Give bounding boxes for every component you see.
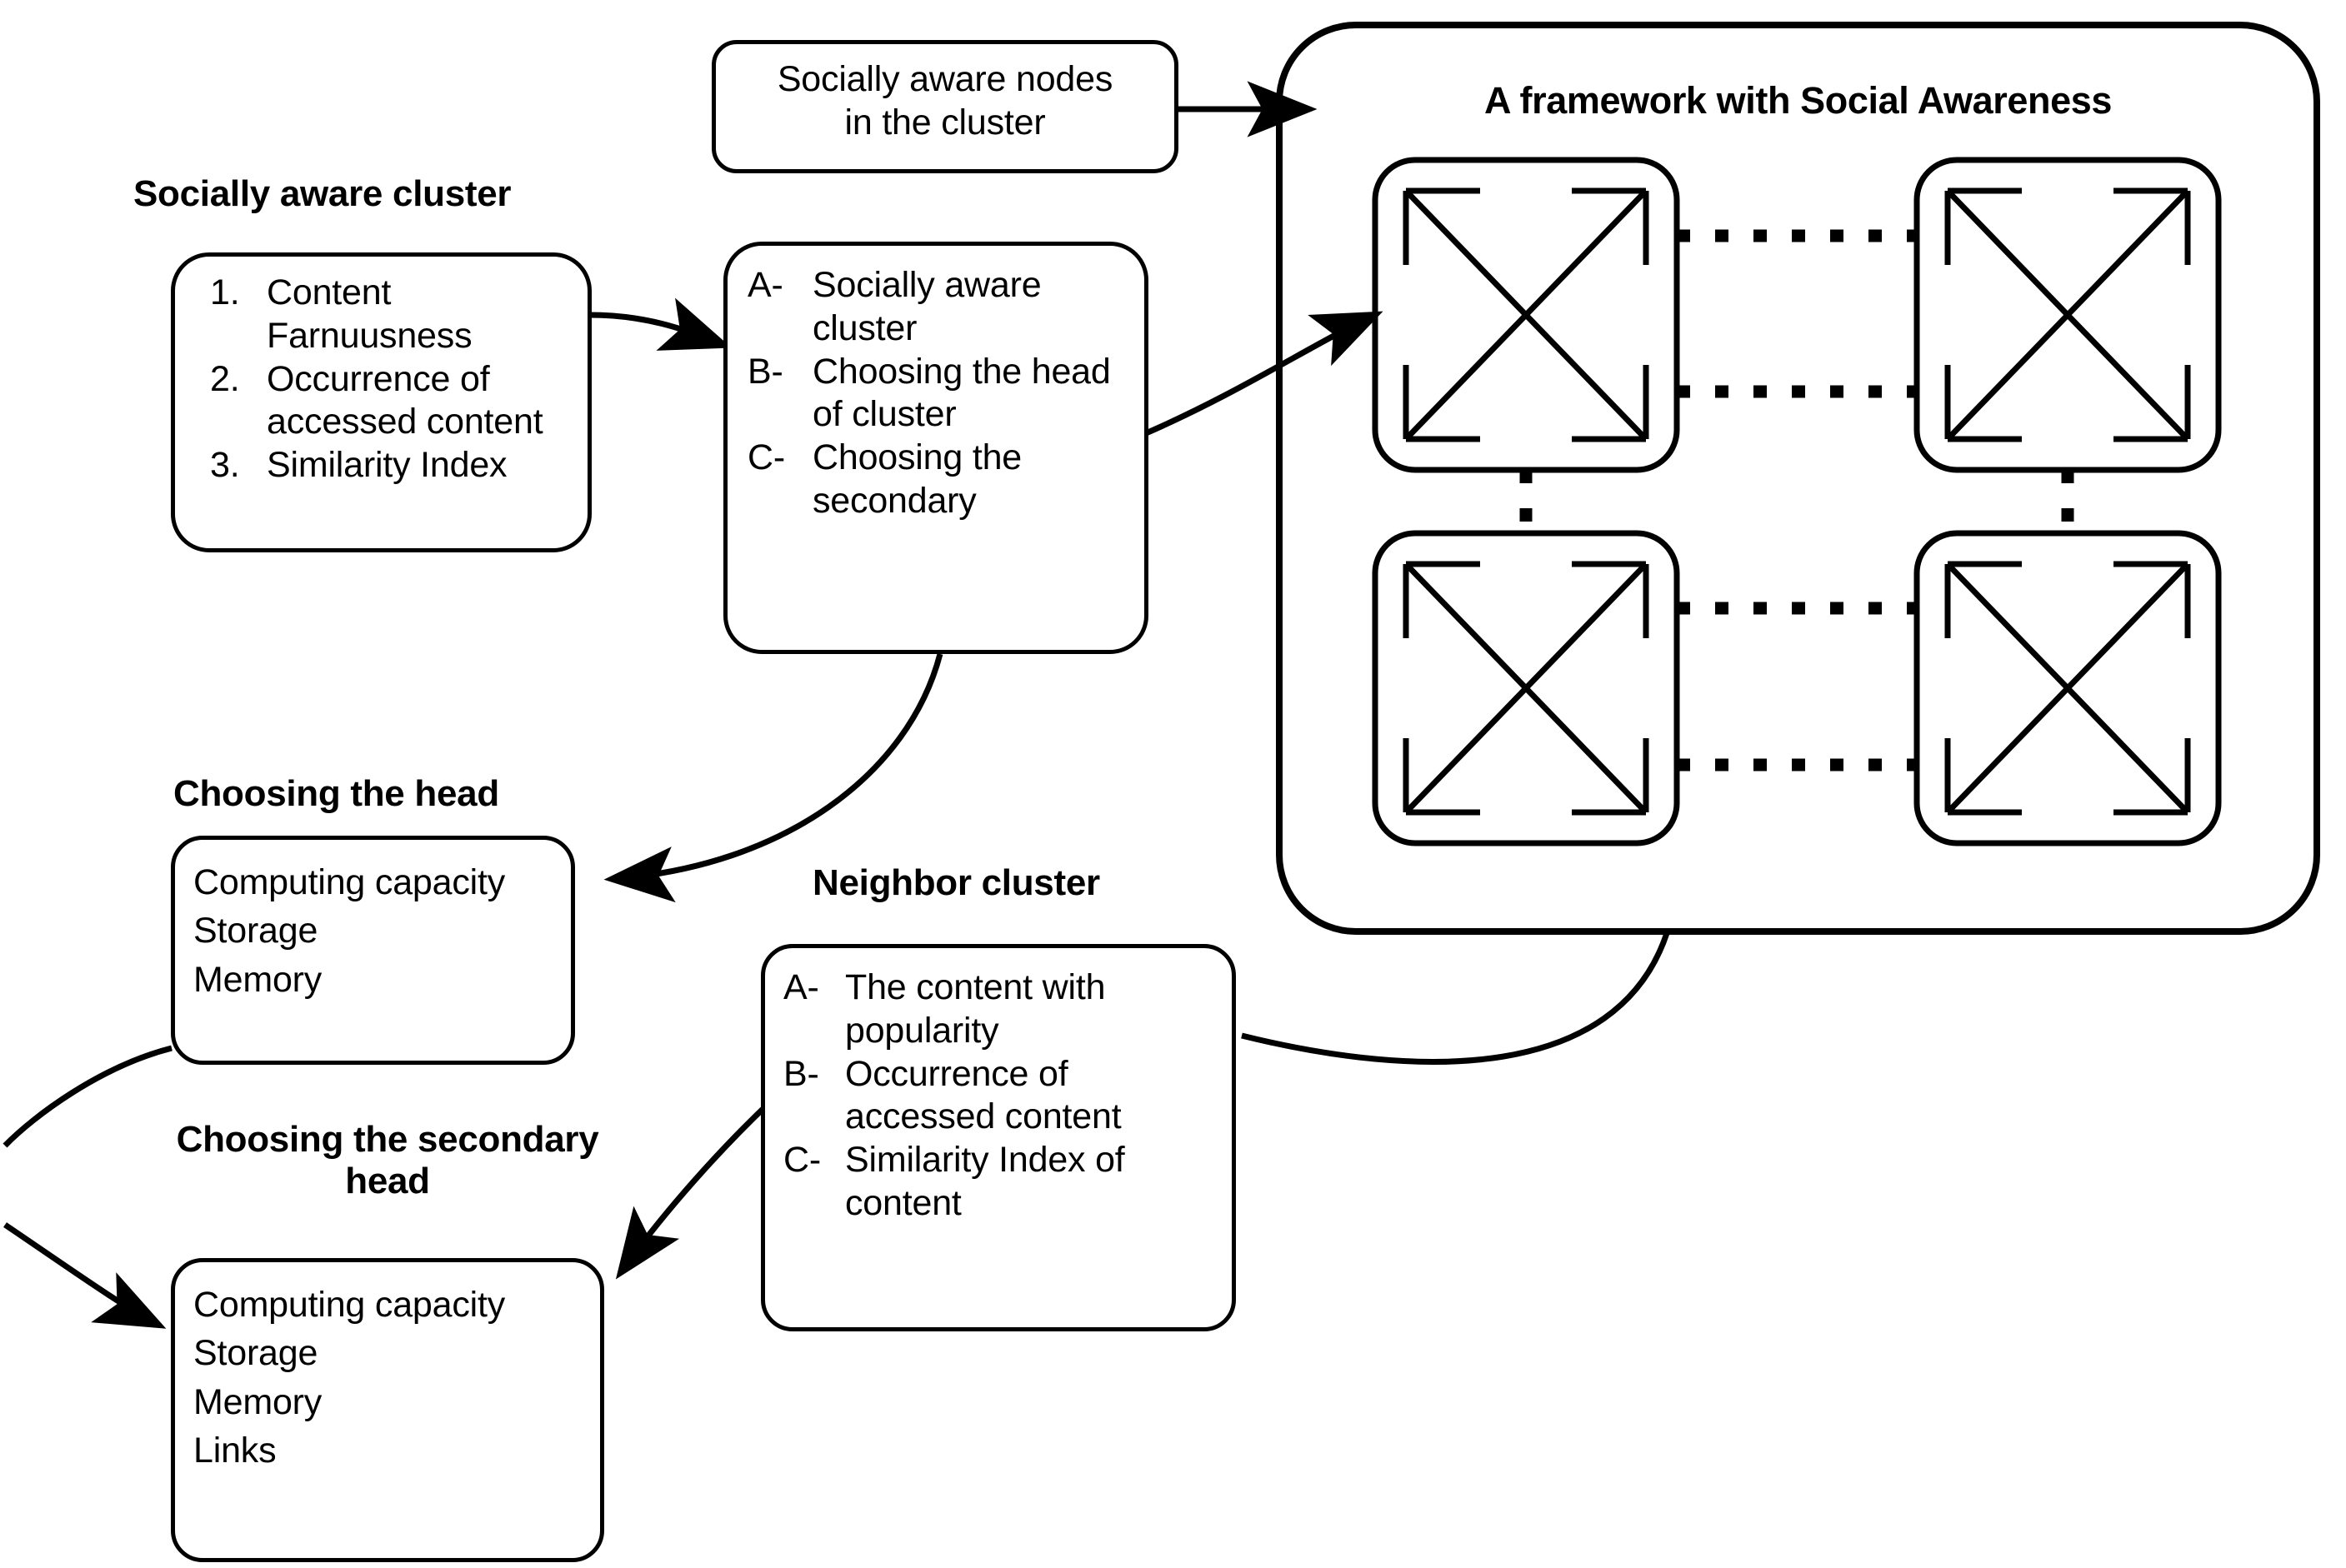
secondary-head-criteria-item-2: Storage bbox=[193, 1333, 318, 1374]
head-criteria-list: Computing capacity Storage Memory bbox=[193, 858, 563, 1004]
metrics-item-text-2: Occurrence of accessed content bbox=[267, 358, 543, 442]
arrow-steps-to-head bbox=[603, 653, 943, 903]
heading-choosing-the-head: Choosing the head bbox=[173, 773, 499, 814]
secondary-head-criteria-item-4: Links bbox=[193, 1431, 277, 1471]
metrics-item-text-1: Content Farnuusness bbox=[267, 272, 473, 356]
steps-item-text-b: Choosing the head of cluster bbox=[813, 351, 1111, 435]
steps-item-marker-a: A- bbox=[748, 265, 783, 305]
secondary-head-criteria-box[interactable]: Computing capacity Storage Memory Links bbox=[171, 1258, 604, 1562]
socially-aware-nodes-line-2: in the cluster bbox=[844, 102, 1046, 142]
heading-neighbor-cluster: Neighbor cluster bbox=[813, 862, 1100, 903]
secondary-head-criteria-item-3: Memory bbox=[193, 1381, 323, 1422]
metrics-list-box[interactable]: 1. Content Farnuusness 2. Occurrence of … bbox=[171, 252, 592, 552]
metrics-item-marker-1: 1. bbox=[210, 272, 240, 312]
list-item: B- Choosing the head of cluster bbox=[748, 351, 1133, 437]
neighbor-item-marker-a: A- bbox=[783, 967, 819, 1007]
list-item: A- Socially aware cluster bbox=[748, 264, 1133, 351]
framework-panel bbox=[1276, 22, 2320, 935]
heading-socially-aware-cluster: Socially aware cluster bbox=[133, 173, 512, 214]
steps-item-marker-c: C- bbox=[748, 437, 785, 478]
steps-list: A- Socially aware cluster B- Choosing th… bbox=[748, 264, 1133, 523]
steps-item-text-a: Socially aware cluster bbox=[813, 265, 1042, 348]
list-item: 3. Similarity Index bbox=[210, 444, 573, 487]
socially-aware-nodes-text: Socially aware nodes in the cluster bbox=[716, 58, 1174, 145]
framework-node-bottom-left bbox=[1372, 530, 1680, 846]
metrics-item-marker-3: 3. bbox=[210, 445, 240, 486]
metrics-list: 1. Content Farnuusness 2. Occurrence of … bbox=[210, 272, 573, 487]
list-item: 2. Occurrence of accessed content bbox=[210, 358, 573, 445]
framework-panel-title: A framework with Social Awareness bbox=[1484, 79, 2112, 122]
list-item: 1. Content Farnuusness bbox=[210, 272, 573, 358]
neighbor-item-text-c: Similarity Index of content bbox=[845, 1140, 1125, 1224]
neighbor-item-marker-c: C- bbox=[783, 1140, 821, 1181]
heading-choosing-the-secondary-head: Choosing the secondary head bbox=[176, 1119, 599, 1202]
connector-neighbor-to-framework bbox=[1241, 931, 1670, 1065]
head-criteria-item-3: Memory bbox=[193, 959, 323, 1000]
steps-list-box[interactable]: A- Socially aware cluster B- Choosing th… bbox=[723, 242, 1148, 654]
list-item: B- Occurrence of accessed content bbox=[783, 1053, 1223, 1140]
neighbor-criteria-list: A- The content with popularity B- Occurr… bbox=[783, 966, 1223, 1226]
arrow-head-to-secondary bbox=[3, 1045, 172, 1325]
framework-node-bottom-right bbox=[1913, 530, 2222, 846]
list-item: A- The content with popularity bbox=[783, 966, 1223, 1053]
neighbor-item-marker-b: B- bbox=[783, 1053, 819, 1094]
neighbor-item-text-b: Occurrence of accessed content bbox=[845, 1053, 1122, 1137]
neighbor-criteria-box[interactable]: A- The content with popularity B- Occurr… bbox=[761, 944, 1236, 1331]
steps-item-marker-b: B- bbox=[748, 351, 783, 392]
secondary-head-criteria-list: Computing capacity Storage Memory Links bbox=[193, 1281, 592, 1476]
head-criteria-item-1: Computing capacity bbox=[193, 862, 506, 902]
list-item: C- Similarity Index of content bbox=[783, 1139, 1223, 1226]
socially-aware-nodes-line-1: Socially aware nodes bbox=[777, 59, 1113, 99]
neighbor-item-text-a: The content with popularity bbox=[845, 967, 1106, 1051]
metrics-item-marker-2: 2. bbox=[210, 358, 240, 399]
dotted-links bbox=[1519, 229, 2074, 772]
head-criteria-box[interactable]: Computing capacity Storage Memory bbox=[171, 836, 575, 1065]
framework-node-top-right bbox=[1913, 157, 2222, 473]
list-item: C- Choosing the secondary bbox=[748, 437, 1133, 523]
arrow-steps-to-node bbox=[1144, 311, 1383, 437]
arrow-metrics-to-steps bbox=[588, 297, 732, 351]
socially-aware-nodes-box[interactable]: Socially aware nodes in the cluster bbox=[712, 40, 1178, 173]
secondary-head-criteria-item-1: Computing capacity bbox=[193, 1285, 506, 1325]
head-criteria-item-2: Storage bbox=[193, 911, 318, 951]
framework-node-top-left bbox=[1372, 157, 1680, 473]
metrics-item-text-3: Similarity Index bbox=[267, 445, 508, 486]
steps-item-text-c: Choosing the secondary bbox=[813, 437, 1023, 522]
